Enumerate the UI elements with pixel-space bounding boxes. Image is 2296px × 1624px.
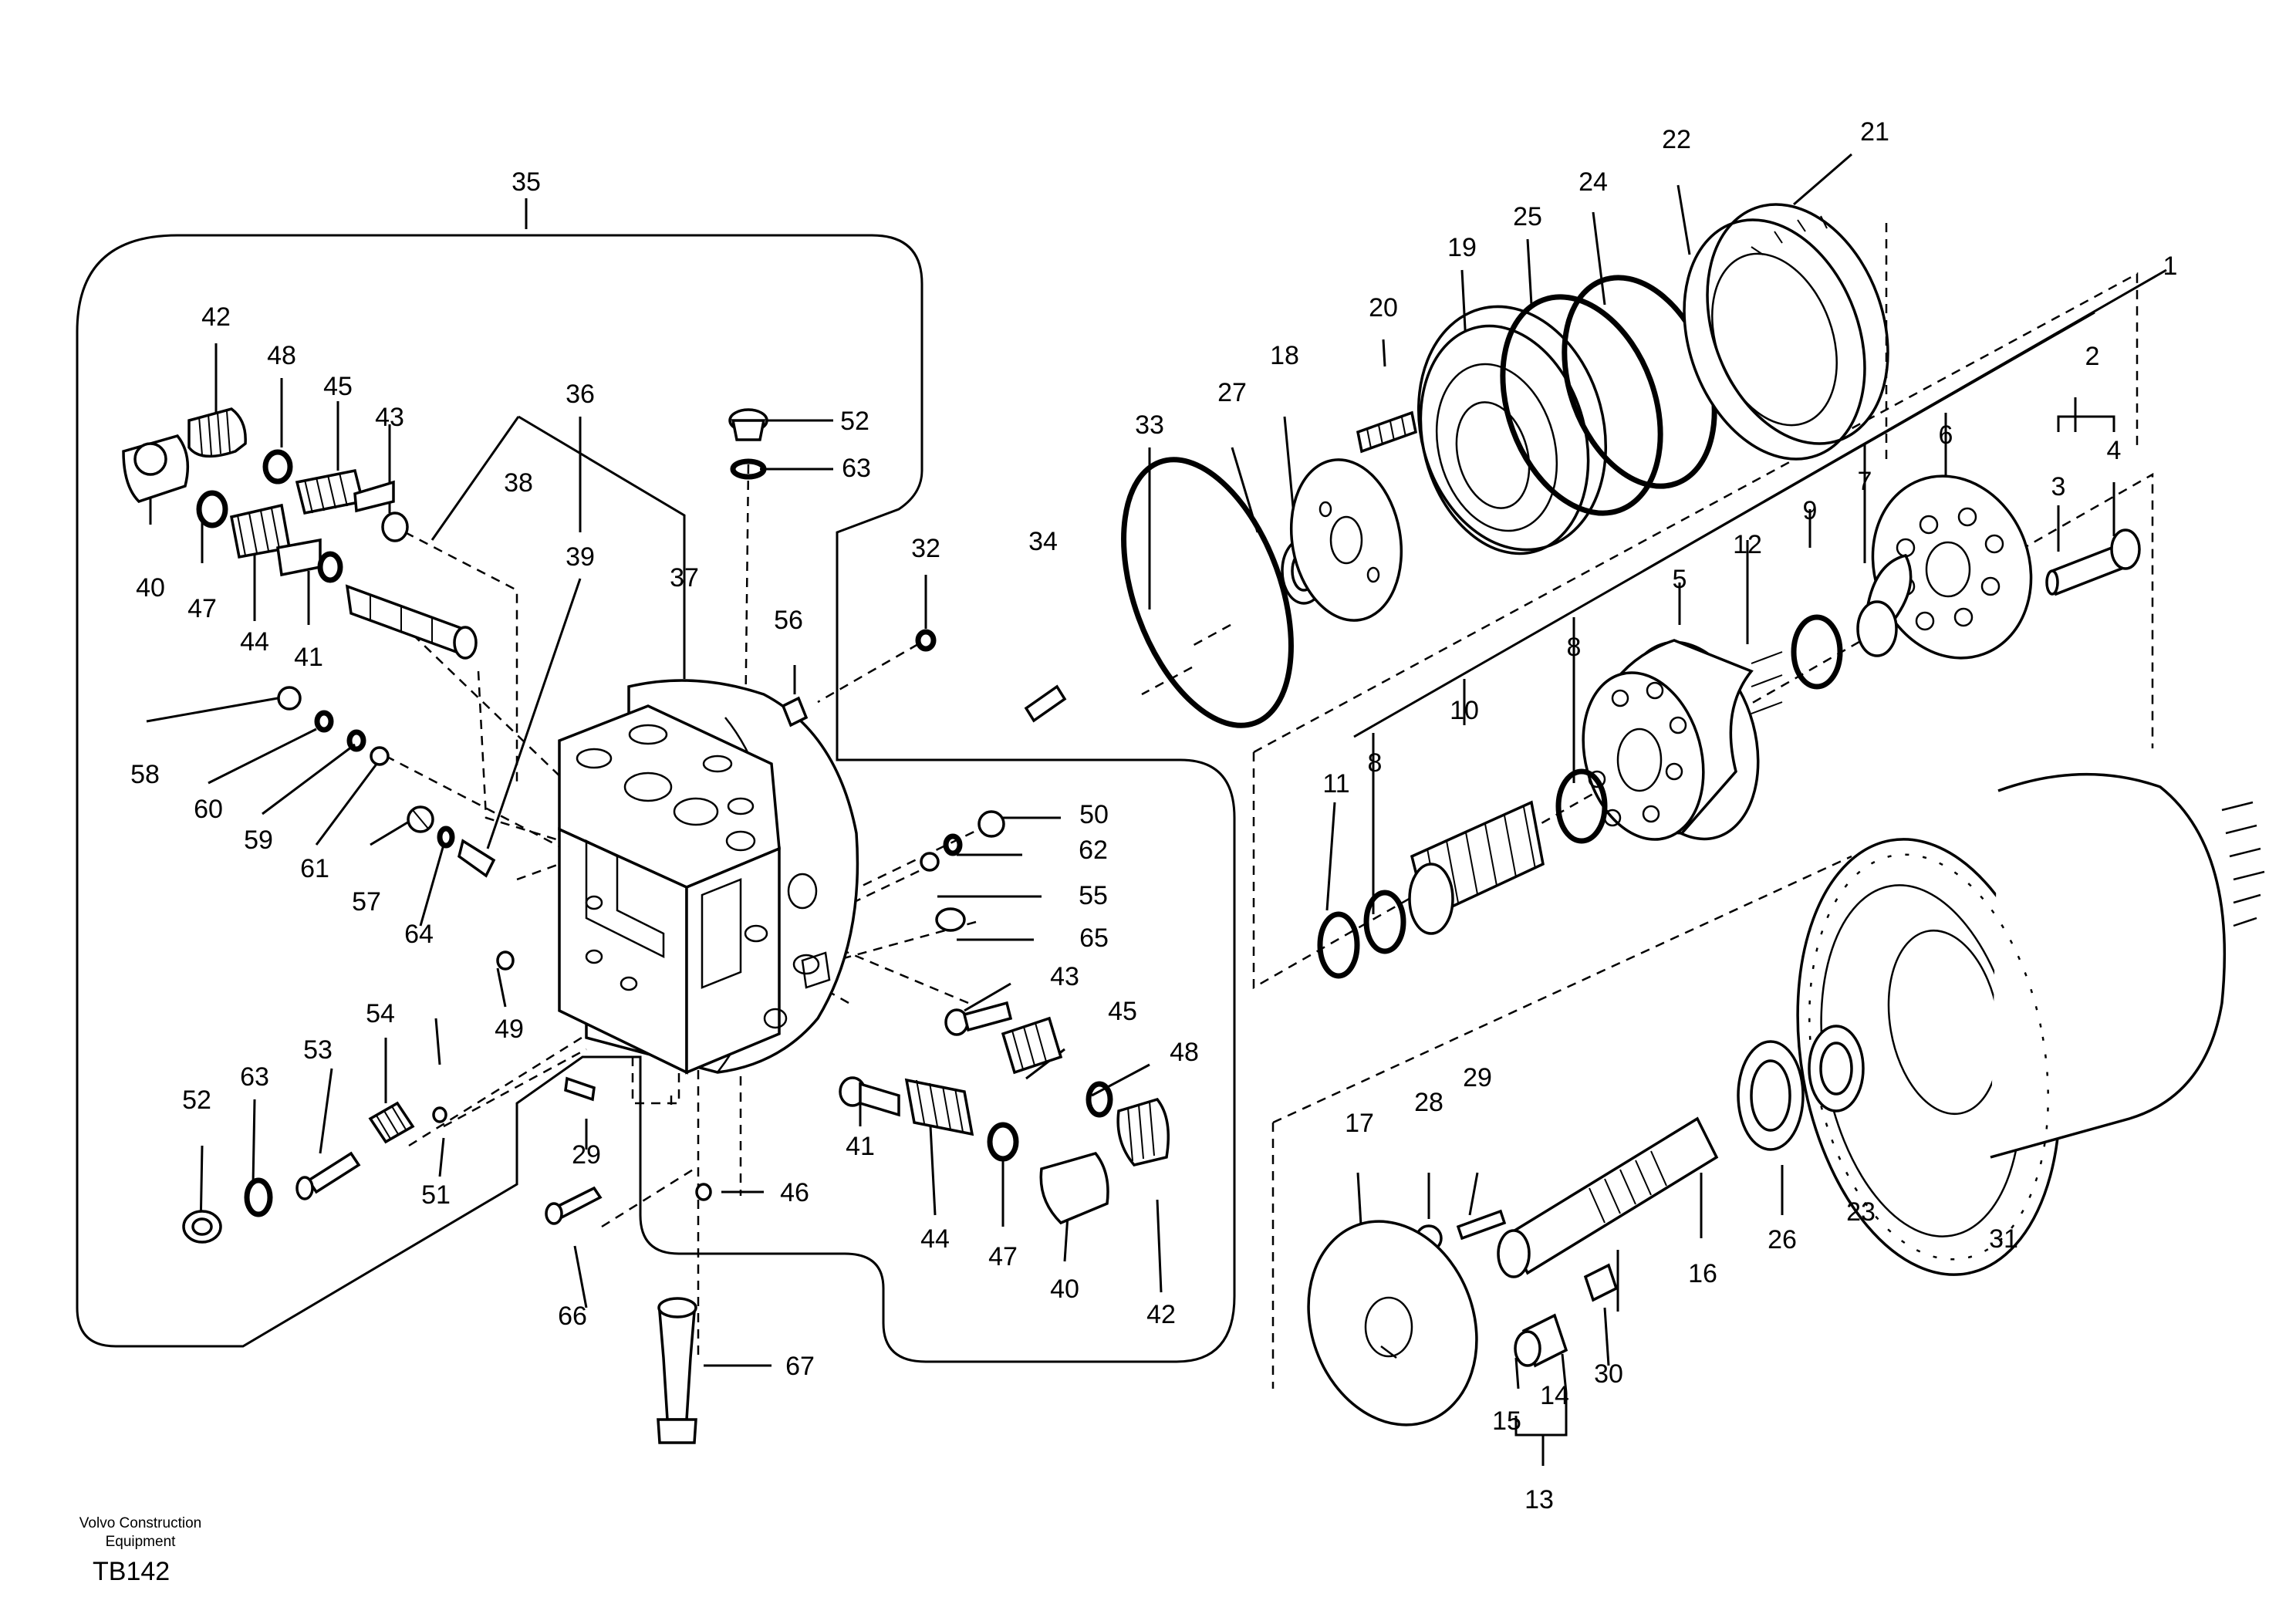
callout-8a: 8: [1567, 633, 1582, 662]
callout-23: 23: [1846, 1197, 1876, 1227]
callout-27: 27: [1217, 378, 1247, 407]
callout-31: 31: [1989, 1224, 2018, 1254]
callout-48b: 48: [1170, 1038, 1199, 1067]
callout-43b: 43: [1050, 962, 1079, 991]
callout-16: 16: [1688, 1259, 1717, 1288]
callout-24: 24: [1578, 167, 1608, 197]
callout-32: 32: [911, 534, 940, 563]
callout-43a: 43: [375, 403, 404, 432]
callout-12: 12: [1733, 530, 1762, 559]
callout-63a: 63: [842, 454, 871, 483]
callout-18: 18: [1270, 341, 1299, 370]
callout-19: 19: [1447, 233, 1477, 262]
callout-7: 7: [1858, 467, 1872, 496]
callout-58: 58: [130, 760, 160, 789]
callout-65: 65: [1079, 923, 1109, 953]
callout-15: 15: [1492, 1406, 1521, 1436]
callout-labels: 1 2 3 4 5 6 7 8 8 9 10 11 12 13 14 15 16…: [130, 117, 2177, 1514]
callout-11: 11: [1322, 769, 1349, 798]
callout-35: 35: [512, 167, 541, 197]
callout-29a: 29: [1463, 1063, 1492, 1092]
callout-37: 37: [670, 563, 699, 593]
callout-53: 53: [303, 1035, 333, 1065]
callout-48a: 48: [267, 341, 296, 370]
motor-assembly-lines: [1141, 153, 2167, 1466]
brand-label: Volvo Construction Equipment: [63, 1514, 218, 1551]
callout-40a: 40: [136, 573, 165, 603]
callout-36: 36: [566, 380, 595, 409]
assembly-dash-lines-left: [385, 464, 1004, 1358]
callout-61: 61: [300, 854, 329, 883]
callout-47a: 47: [187, 594, 217, 623]
callout-25: 25: [1513, 202, 1542, 231]
callout-28: 28: [1414, 1088, 1443, 1117]
callout-46: 46: [780, 1178, 809, 1207]
callout-2: 2: [2085, 342, 2100, 371]
callout-13: 13: [1524, 1485, 1554, 1514]
callout-22: 22: [1662, 125, 1691, 154]
callout-3: 3: [2051, 472, 2066, 501]
callout-41a: 41: [294, 643, 323, 672]
callout-56: 56: [774, 606, 803, 635]
callout-39: 39: [566, 542, 595, 572]
drawing-code: TB142: [93, 1557, 171, 1586]
callout-21: 21: [1860, 117, 1889, 147]
brand-line-1: Volvo Construction: [79, 1515, 202, 1531]
callout-17: 17: [1345, 1109, 1374, 1138]
callout-54: 54: [366, 999, 395, 1028]
callout-60: 60: [194, 795, 223, 824]
callout-8b: 8: [1368, 748, 1383, 778]
callout-4: 4: [2107, 436, 2122, 465]
callout-29b: 29: [572, 1140, 601, 1170]
callout-34: 34: [1028, 527, 1058, 556]
callout-41b: 41: [846, 1132, 875, 1161]
callout-64: 64: [404, 920, 434, 949]
callout-33: 33: [1135, 410, 1164, 440]
valve-group-outline: [76, 234, 1236, 1363]
callout-26: 26: [1768, 1225, 1797, 1254]
callout-55: 55: [1079, 881, 1108, 910]
callout-51: 51: [421, 1180, 451, 1210]
callout-44a: 44: [240, 627, 269, 657]
callout-52a: 52: [840, 407, 869, 436]
callout-14: 14: [1540, 1381, 1569, 1410]
motor-assembly-parts: [1121, 203, 2265, 1426]
callout-45b: 45: [1108, 997, 1137, 1026]
callout-52b: 52: [182, 1085, 211, 1115]
valve-small-parts: [122, 407, 1170, 1444]
callout-59: 59: [244, 826, 273, 855]
valve-block-housing: [558, 679, 859, 1075]
callout-6: 6: [1939, 420, 1953, 450]
callout-5: 5: [1673, 565, 1687, 594]
callout-30: 30: [1594, 1359, 1623, 1389]
callout-10: 10: [1450, 696, 1479, 725]
callout-45a: 45: [323, 372, 353, 401]
callout-1: 1: [2163, 252, 2178, 281]
callout-38: 38: [504, 468, 533, 498]
callout-20: 20: [1369, 293, 1398, 322]
callout-62: 62: [1079, 836, 1108, 865]
callout-67: 67: [785, 1352, 815, 1381]
callout-9: 9: [1803, 496, 1818, 525]
callout-57: 57: [352, 887, 381, 917]
callout-47b: 47: [988, 1242, 1018, 1271]
callout-40b: 40: [1050, 1275, 1079, 1304]
callout-42b: 42: [1146, 1300, 1176, 1329]
callout-49: 49: [495, 1015, 524, 1044]
callout-42a: 42: [201, 302, 231, 332]
brand-line-2: Equipment: [105, 1534, 176, 1550]
callout-66: 66: [558, 1302, 587, 1331]
callout-50: 50: [1079, 800, 1109, 829]
callout-44b: 44: [920, 1224, 950, 1254]
callout-63b: 63: [240, 1062, 269, 1092]
